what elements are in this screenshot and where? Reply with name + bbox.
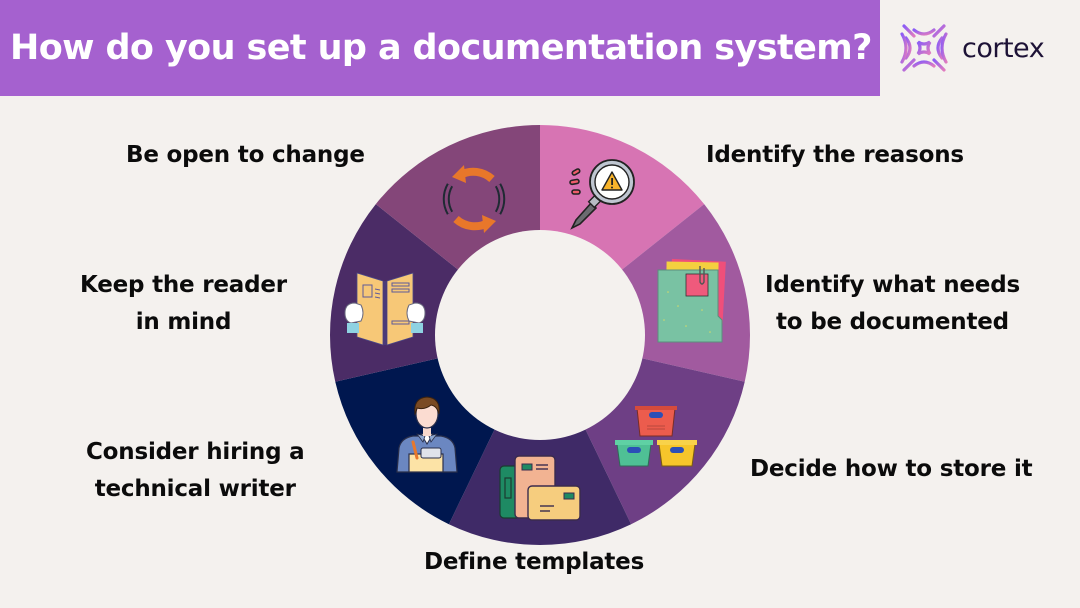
writer-person-icon	[396, 396, 458, 473]
step-label-define-templates: Define templates	[424, 549, 645, 575]
cortex-logo-mark-icon	[900, 24, 948, 72]
step-label-line: to be documented	[776, 309, 1009, 335]
step-label-line: Identify what needs	[765, 272, 1020, 298]
cortex-logo: cortex	[898, 22, 1045, 74]
magnifier-warning-icon	[569, 159, 635, 230]
step-label-identify-what: Identify what needs to be documented	[765, 267, 1020, 341]
title-banner: How do you set up a documentation system…	[0, 0, 880, 96]
step-label-line: in mind	[135, 309, 232, 335]
step-label-open-change: Be open to change	[126, 142, 365, 168]
page-title: How do you set up a documentation system…	[10, 28, 872, 68]
logo-wordmark: cortex	[962, 32, 1045, 64]
step-label-line: Keep the reader	[80, 272, 287, 298]
storage-bins-icon	[615, 406, 697, 467]
step-label-identify-reasons: Identify the reasons	[706, 142, 964, 168]
step-label-keep-reader: Keep the reader in mind	[80, 267, 287, 341]
step-label-line: Consider hiring a	[86, 439, 305, 465]
refresh-cycle-icon	[442, 165, 506, 233]
donut-center	[435, 230, 645, 440]
folder-documents-icon	[657, 258, 726, 343]
template-cards-icon	[499, 455, 581, 521]
open-book-reader-icon	[344, 272, 426, 346]
step-label-line: technical writer	[94, 476, 296, 502]
step-label-hire-writer: Consider hiring a technical writer	[86, 434, 305, 508]
step-label-decide-storage: Decide how to store it	[750, 456, 1033, 482]
donut-segment	[375, 125, 540, 273]
